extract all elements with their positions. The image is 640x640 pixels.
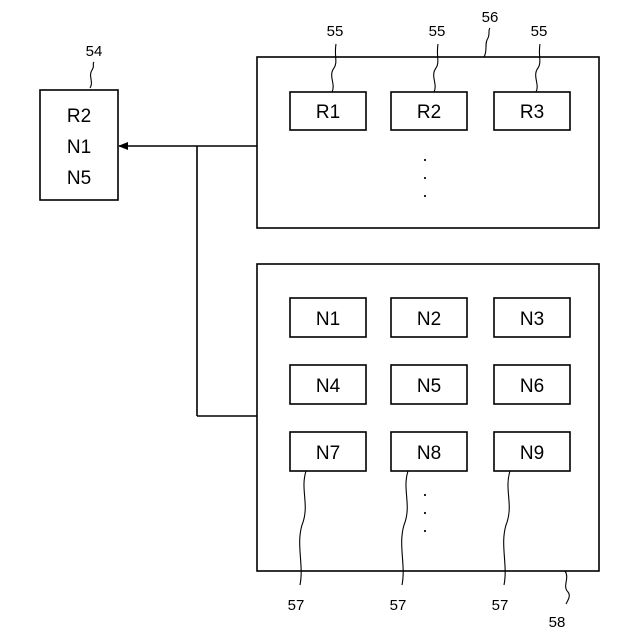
lower-item-n4-label: N4	[316, 376, 341, 397]
lower-ellipsis-2: ·	[422, 502, 428, 522]
lower-item-n9-label: N9	[520, 443, 544, 464]
lower-ellipsis-3: ·	[422, 520, 428, 540]
upper-item-r2-ref: 55	[429, 23, 446, 40]
upper-item-r3-leader	[536, 44, 540, 92]
lower-item-n5-label: N5	[417, 376, 441, 397]
upper-ellipsis-1: ·	[422, 149, 428, 169]
lower-item-n8-leader	[402, 471, 408, 585]
lower-item-n2-label: N2	[417, 309, 441, 330]
result-line-2: N1	[67, 137, 91, 158]
upper-ellipsis-2: ·	[422, 167, 428, 187]
lower-group: 58 N1 N2 N3 N4 N5 N6 N7 N8 N9 57 57 57 ·…	[257, 264, 599, 631]
upper-group-ref: 56	[482, 9, 499, 26]
upper-group-frame	[257, 57, 599, 228]
connectors	[119, 146, 257, 416]
upper-item-r1-ref: 55	[327, 23, 344, 40]
lower-group-ref: 58	[549, 614, 566, 631]
result-line-1: R2	[67, 106, 91, 127]
lower-group-leader	[565, 571, 569, 604]
lower-item-n3-label: N3	[520, 309, 544, 330]
lower-ellipsis-1: ·	[422, 484, 428, 504]
upper-item-r2-leader	[434, 44, 438, 92]
lower-item-n7-label: N7	[316, 443, 340, 464]
result-box-leader	[90, 62, 94, 88]
lower-item-n6-label: N6	[520, 376, 544, 397]
result-box-ref: 54	[86, 43, 103, 60]
upper-item-r3-label: R3	[520, 102, 544, 123]
lower-item-n7-leader	[300, 471, 306, 585]
lower-item-n7-ref: 57	[288, 597, 305, 614]
upper-item-r1-label: R1	[316, 102, 340, 123]
result-box: R2 N1 N5 54	[40, 43, 118, 200]
upper-group-leader	[484, 28, 490, 57]
result-line-3: N5	[67, 168, 91, 189]
lower-item-n1-label: N1	[316, 309, 340, 330]
lower-item-n8-ref: 57	[390, 597, 407, 614]
upper-item-r2-label: R2	[417, 102, 441, 123]
lower-item-n9-ref: 57	[492, 597, 509, 614]
upper-item-r3-ref: 55	[531, 23, 548, 40]
lower-item-n8-label: N8	[417, 443, 441, 464]
upper-ellipsis-3: ·	[422, 185, 428, 205]
upper-group: 56 R1 R2 R3 55 55 55 · · ·	[257, 9, 599, 228]
upper-item-r1-leader	[332, 44, 336, 92]
lower-item-n9-leader	[504, 471, 510, 585]
